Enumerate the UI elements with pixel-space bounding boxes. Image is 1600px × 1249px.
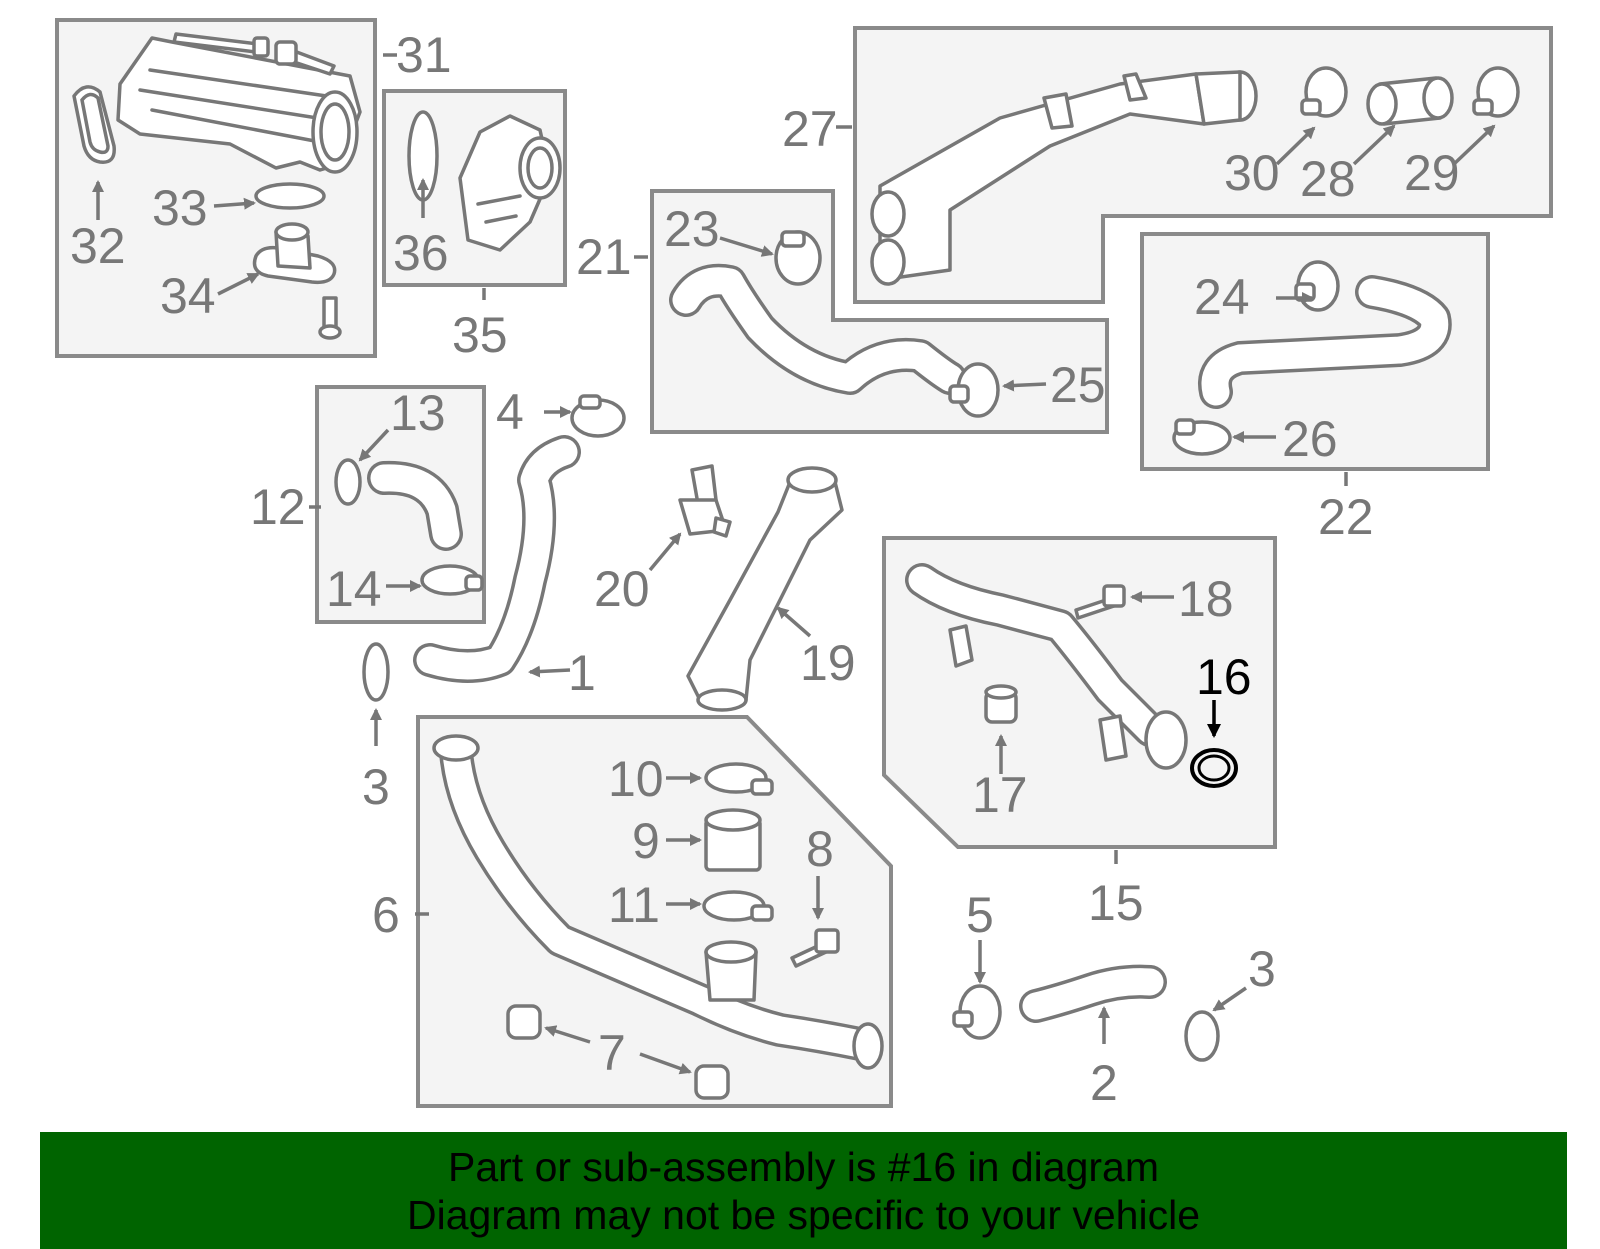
callout-3-left: 3 (362, 759, 390, 815)
callout-22: 22 (1318, 489, 1374, 545)
hose-1-inner (416, 438, 578, 680)
callout-11: 11 (608, 877, 660, 933)
banner-part-line: Part or sub-assembly is #16 in diagram (448, 1144, 1159, 1190)
sensor-20-drawing (678, 464, 732, 538)
callout-27: 27 (782, 101, 838, 157)
callout-12: 12 (250, 479, 306, 535)
clamp-10-drawing (704, 762, 774, 796)
o-ring-16-highlighted (1190, 748, 1238, 788)
callout-32: 32 (70, 218, 126, 274)
clamp-24-drawing (1294, 260, 1340, 312)
clamp-30-drawing (1300, 66, 1348, 118)
hose-28-drawing (1366, 76, 1454, 126)
callout-36: 36 (393, 225, 449, 281)
pipe-6-inner (442, 738, 874, 1058)
throttle-body-drawing (458, 114, 562, 252)
callout-5: 5 (966, 887, 994, 943)
callout-10: 10 (608, 751, 664, 807)
callout-34: 34 (160, 268, 216, 324)
bolt-8-drawing (790, 928, 840, 968)
callout-19: 19 (800, 635, 856, 691)
pipe-19-drawing (686, 466, 844, 712)
grommet-7a-drawing (506, 1004, 542, 1040)
clamp-14-drawing (420, 564, 484, 596)
pipe-15-bracket-a (948, 624, 974, 668)
pipe-15-end-drawing (1144, 710, 1188, 770)
flange-34-drawing (252, 222, 342, 340)
callout-6: 6 (372, 887, 400, 943)
callout-33: 33 (152, 180, 208, 236)
callout-25: 25 (1050, 357, 1106, 413)
pipe-6-end-drawing (432, 734, 480, 762)
grommet-17-drawing (984, 684, 1018, 724)
hose-21-inner (672, 267, 964, 392)
sleeve-9-drawing (704, 808, 762, 872)
callout-16-highlighted: 16 (1196, 649, 1252, 705)
bolt-18-drawing (1074, 584, 1126, 620)
callout-20: 20 (594, 561, 650, 617)
callout-24: 24 (1194, 269, 1250, 325)
manifold-stud-drawing (274, 40, 336, 76)
banner-disclaimer-line: Diagram may not be specific to your vehi… (406, 1192, 1200, 1238)
callout-9: 9 (632, 813, 660, 869)
clamp-25-drawing (948, 362, 1000, 418)
callout-labels: 31 32 33 34 35 36 27 30 28 29 21 23 25 2… (70, 27, 1460, 1111)
pipe-6-tee-drawing (704, 940, 758, 1002)
clamp-11-drawing (702, 890, 774, 922)
callout-26: 26 (1282, 411, 1338, 467)
o-ring-3-right-drawing (1184, 1010, 1220, 1062)
callout-3-right: 3 (1248, 941, 1276, 997)
callout-18: 18 (1178, 571, 1234, 627)
manifold-bolt-drawing (172, 32, 270, 58)
hose-2-inner (1022, 968, 1164, 1020)
pipe-15-bracket-b (1098, 714, 1128, 762)
leader-lines (92, 53, 1496, 1075)
o-ring-33-drawing (254, 182, 326, 210)
o-ring-13-drawing (334, 458, 362, 506)
callout-21: 21 (576, 229, 632, 285)
grommet-7b-drawing (694, 1064, 730, 1100)
callout-14: 14 (326, 561, 382, 617)
callout-29: 29 (1404, 145, 1460, 201)
elbow-12-inner (370, 464, 460, 548)
callout-31: 31 (396, 27, 452, 83)
callout-1: 1 (568, 645, 596, 701)
callout-23: 23 (664, 201, 720, 257)
callout-4: 4 (496, 384, 524, 440)
o-ring-3-left-drawing (362, 642, 390, 702)
callout-8: 8 (806, 821, 834, 877)
callout-13: 13 (390, 385, 446, 441)
callout-15: 15 (1088, 875, 1144, 931)
clamp-29-drawing (1472, 66, 1520, 118)
pipe-15-inner (908, 566, 1164, 744)
callout-28: 28 (1300, 151, 1356, 207)
intake-manifold-drawing (116, 36, 362, 174)
info-banner: Part or sub-assembly is #16 in diagram D… (40, 1132, 1567, 1249)
clamp-5-drawing (952, 984, 1002, 1040)
callout-7: 7 (598, 1025, 626, 1081)
clamp-4-drawing (570, 394, 626, 438)
callout-2: 2 (1090, 1055, 1118, 1111)
hose-22-inner (1201, 278, 1449, 406)
pipe-6-outlet-drawing (852, 1022, 884, 1070)
gasket-32-drawing (72, 85, 116, 164)
clamp-26-drawing (1172, 418, 1232, 456)
callout-17: 17 (972, 767, 1028, 823)
callout-35: 35 (452, 307, 508, 363)
callout-30: 30 (1224, 145, 1280, 201)
clamp-23-drawing (774, 230, 822, 286)
intercooler-pipe-27-drawing (870, 70, 1258, 286)
